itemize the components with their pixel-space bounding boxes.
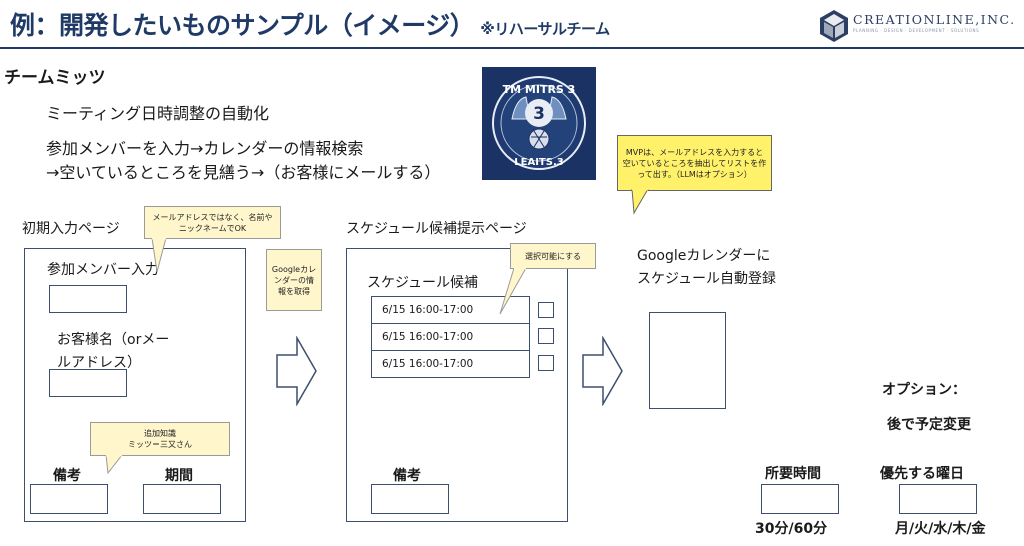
badge-text-top: TM MITRS 3 [503,83,576,96]
remarks-label-page1: 備考 [53,465,81,485]
options-change: 後で予定変更 [887,414,971,434]
page3-line2: スケジュール自動登録 [637,268,776,288]
page1-title: 初期入力ページ [22,218,120,238]
title-subtitle: ※リハーサルチーム [480,20,609,38]
calendar-page-panel [649,312,726,409]
weekday-input[interactable] [899,484,977,514]
period-input[interactable] [143,484,221,514]
schedule-slot-text: 6/15 16:00-17:00 [382,304,473,316]
slot-3-checkbox[interactable] [538,355,554,371]
google-fetch-text: Googleカレンダーの情報を取得 [271,264,317,297]
selectable-note-tail [498,268,528,318]
name-hint-tail [148,238,170,276]
remarks-input-page2[interactable] [371,484,449,514]
creationline-logo-icon [818,8,850,44]
flow-arrow-icon [581,336,625,406]
remarks-label-page2: 備考 [393,465,421,485]
duration-label: 所要時間 [765,463,821,483]
mvp-note: MVPは、メールアドレスを入力すると空いているところを抽出してリストを作って出す… [617,135,772,191]
weekday-label: 優先する曜日 [880,463,964,483]
name-hint-note: メールアドレスではなく、名前やニックネームでOK [144,206,281,239]
customer-label-line1: お客様名（orメー [57,329,169,349]
title-text: 例：開発したいものサンプル（イメージ） [10,11,474,40]
schedule-slot-text: 6/15 16:00-17:00 [382,331,473,343]
duration-input[interactable] [761,484,839,514]
mvp-note-tail [628,189,652,215]
title-divider [0,47,1024,49]
company-tagline: PLANNING · DESIGN · DEVELOPMENT · SOLUTI… [853,28,979,33]
company-name: CREATIONLINE,INC. [853,12,1016,27]
selectable-note: 選択可能にする [510,243,596,269]
participants-label: 参加メンバー入力 [47,259,159,279]
name-hint-text: メールアドレスではなく、名前やニックネームでOK [149,212,276,234]
duration-values: 30分/60分 [755,518,827,538]
schedule-slot-text: 6/15 16:00-17:00 [382,358,473,370]
schedule-slot-2[interactable]: 6/15 16:00-17:00 [371,323,530,351]
candidates-label: スケジュール候補 [367,272,478,292]
options-heading: オプション： [882,379,966,399]
selectable-note-text: 選択可能にする [525,251,581,262]
page3-line1: Googleカレンダーに [637,245,770,265]
team-badge-image: TM MITRS 3 3 LEAITS.3 [482,67,596,180]
customer-input[interactable] [49,369,127,397]
knowledge-note: 追加知識 ミッツ＝三又さん [90,422,230,456]
slot-1-checkbox[interactable] [538,302,554,318]
schedule-slot-3[interactable]: 6/15 16:00-17:00 [371,350,530,378]
flow-arrow-icon [275,336,319,406]
participants-input[interactable] [49,285,127,313]
knowledge-note-text: 追加知識 ミッツ＝三又さん [128,428,192,450]
team-heading: チームミッツ [4,63,106,88]
mvp-note-text: MVPは、メールアドレスを入力すると空いているところを抽出してリストを作って出す… [622,147,767,180]
slide-title: 例：開発したいものサンプル（イメージ） ※リハーサルチーム [10,6,610,42]
page2-title: スケジュール候補提示ページ [346,218,527,238]
badge-text-bottom: LEAITS.3 [514,157,563,168]
slot-2-checkbox[interactable] [538,328,554,344]
remarks-input-page1[interactable] [30,484,108,514]
team-bullet-1: ミーティング日時調整の自動化 [46,100,269,124]
period-label: 期間 [165,465,193,485]
team-bullet-2: 参加メンバーを入力→カレンダーの情報検索 [46,135,363,159]
google-fetch-note: Googleカレンダーの情報を取得 [266,249,322,311]
weekday-values: 月/火/水/木/金 [895,518,985,538]
knowledge-note-tail [104,455,126,477]
team-bullet-3: →空いているところを見繕う→（お客様にメールする） [46,159,440,183]
team-badge-icon: TM MITRS 3 3 LEAITS.3 [482,67,596,180]
badge-number: 3 [533,104,545,124]
